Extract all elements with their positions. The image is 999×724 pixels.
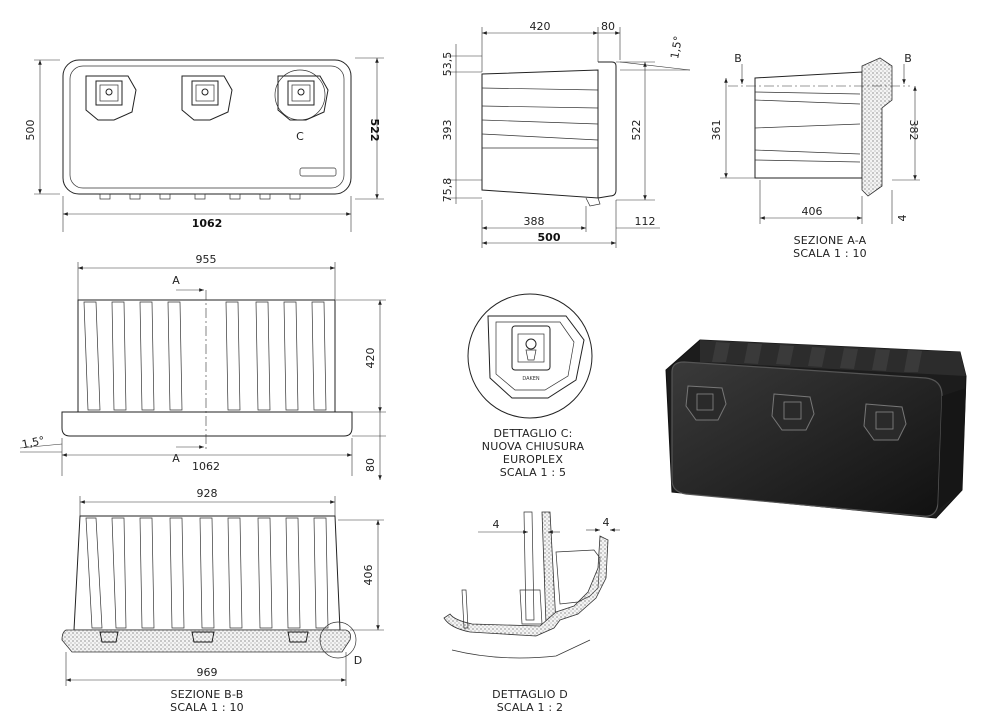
top-width-top-dim: 955 bbox=[196, 253, 217, 266]
top-depth-dim: 420 bbox=[364, 348, 377, 369]
detail-c-marker: C bbox=[296, 130, 304, 143]
detail-d: 4 4 DETTAGLIO D SCALA 1 : 2 bbox=[443, 511, 620, 714]
section-a-h-outer-dim: 382 bbox=[907, 120, 920, 141]
section-b-b: D 928 969 406 SEZIONE B-B SCALA 1 : 10 bbox=[61, 487, 384, 714]
side-angle-dim: 1,5° bbox=[668, 35, 685, 60]
section-a-h-inner-dim: 361 bbox=[710, 120, 723, 141]
side-depth-top-dim: 420 bbox=[530, 20, 551, 33]
section-a-caption-scale: SCALA 1 : 10 bbox=[793, 247, 867, 260]
lock-middle bbox=[181, 75, 233, 121]
detail-c-caption-title: DETTAGLIO C: bbox=[494, 427, 573, 440]
box-3d-top-ribs bbox=[712, 342, 922, 372]
section-b-ribs bbox=[85, 517, 329, 629]
section-a-mark-bottom: A bbox=[172, 452, 180, 465]
section-b-caption-scale: SCALA 1 : 10 bbox=[170, 701, 244, 714]
side-depth-inner-dim: 388 bbox=[524, 215, 545, 228]
detail-d-callout-circle bbox=[319, 621, 357, 659]
front-feet bbox=[99, 193, 301, 200]
section-a-depth-dim: 406 bbox=[802, 205, 823, 218]
side-h-total-dim: 522 bbox=[630, 120, 643, 141]
detail-c-caption-line3: EUROPLEX bbox=[503, 453, 563, 466]
section-a-caption-title: SEZIONE A-A bbox=[794, 234, 867, 247]
front-width-dim: 1062 bbox=[192, 217, 223, 230]
side-depth-total-dim: 500 bbox=[538, 231, 561, 244]
section-a-arrow-right-label: B bbox=[904, 52, 912, 65]
detail-c: DAKEN DETTAGLIO C: NUOVA CHIUSURA EUROPL… bbox=[467, 293, 593, 479]
side-h-bottom-dim: 75,8 bbox=[441, 178, 454, 203]
side-h-top-dim: 53,5 bbox=[441, 52, 454, 77]
detail-d-marker: D bbox=[354, 654, 362, 667]
section-b-width-top-dim: 928 bbox=[197, 487, 218, 500]
lock-right bbox=[274, 69, 329, 121]
box-3d-locks bbox=[685, 385, 907, 441]
section-b-caption-title: SEZIONE B-B bbox=[171, 688, 244, 701]
front-height-dim: 500 bbox=[24, 120, 37, 141]
section-b-brackets bbox=[99, 631, 309, 643]
detail-d-caption-title: DETTAGLIO D bbox=[492, 688, 568, 701]
top-angle-dim: 1,5° bbox=[21, 434, 46, 451]
detail-d-wall-left-dim: 4 bbox=[493, 518, 500, 531]
detail-c-lock-logo: DAKEN bbox=[522, 376, 540, 382]
detail-c-caption-scale: SCALA 1 : 5 bbox=[500, 466, 567, 479]
lock-left bbox=[85, 75, 137, 121]
section-b-width-bottom-dim: 969 bbox=[197, 666, 218, 679]
detail-d-caption-scale: SCALA 1 : 2 bbox=[497, 701, 564, 714]
detail-d-wall-right-dim: 4 bbox=[603, 516, 610, 529]
top-width-bottom-dim: 1062 bbox=[192, 460, 220, 473]
top-view-ribs bbox=[83, 301, 327, 411]
section-a-wall-dim: 4 bbox=[896, 215, 909, 222]
side-h-mid-dim: 393 bbox=[441, 120, 454, 141]
side-overhang-dim: 112 bbox=[635, 215, 656, 228]
top-lid-dim: 80 bbox=[364, 458, 377, 472]
detail-c-caption-line2: NUOVA CHIUSURA bbox=[482, 440, 585, 453]
front-view: C 1062 500 522 bbox=[24, 57, 384, 232]
section-b-height-dim: 406 bbox=[362, 565, 375, 586]
side-view: 420 80 1,5° 53,5 393 75,8 522 388 500 11… bbox=[441, 20, 691, 248]
front-total-height-dim: 522 bbox=[368, 119, 381, 142]
side-lid-dim: 80 bbox=[601, 20, 615, 33]
section-a-mark-top: A bbox=[172, 274, 180, 287]
section-a-a: B B 361 382 406 4 SEZIONE A-A SCALA 1 : … bbox=[710, 52, 920, 260]
box-3d-render bbox=[665, 339, 967, 519]
section-a-arrow-left-label: B bbox=[734, 52, 742, 65]
top-view: A A 955 1062 420 80 1,5° bbox=[19, 253, 386, 480]
